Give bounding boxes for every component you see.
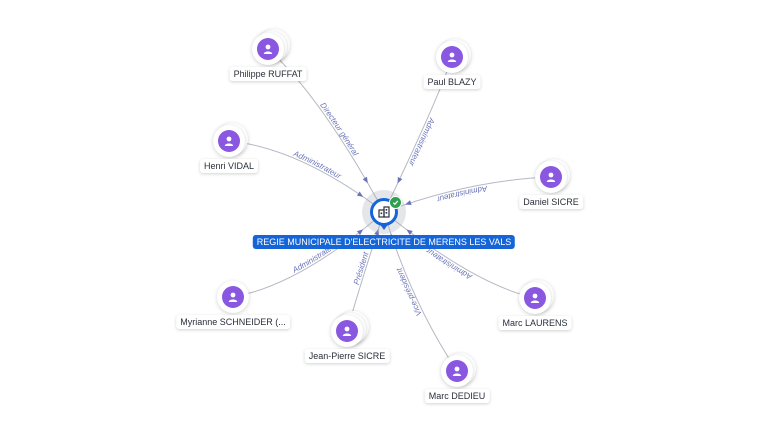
edge-myrianne-schneider [232,211,385,298]
edge-role-label: Administrateur [407,116,437,168]
edge-philippe-ruffat [267,48,385,213]
edge-role-label: Directeur général [318,101,360,158]
edge-role-label: Président [352,250,371,286]
edge-arrow [362,176,368,184]
edge-arrow [356,229,364,236]
edge-role-label: Administrateur [424,246,474,282]
edge-arrow [356,191,364,197]
company-label[interactable]: REGIE MUNICIPALE D'ELECTRICITE DE MERENS… [252,235,516,249]
edge-henri-vidal [228,140,385,213]
edge-daniel-sicre [383,176,552,213]
person-name-label[interactable]: Philippe RUFFAT [229,67,307,81]
person-icon [524,287,546,309]
check-icon [389,196,402,209]
person-icon [257,38,279,60]
person-name-label[interactable]: Myrianne SCHNEIDER (... [176,315,290,329]
person-icon [540,166,562,188]
person-icon [222,286,244,308]
company-pin-tip [379,223,389,230]
person-icon [441,46,463,68]
edge-arrow [397,177,403,184]
person-icon [336,320,358,342]
person-name-label[interactable]: Jean-Pierre SICRE [304,349,390,363]
person-icon [218,130,240,152]
edge-arrow [406,229,413,236]
edge-role-label: Administrateur [291,149,343,181]
person-name-label[interactable]: Henri VIDAL [199,159,259,173]
person-name-label[interactable]: Paul BLAZY [423,75,481,89]
edge-arrow [374,229,379,236]
edge-arrow [405,200,412,206]
person-name-label[interactable]: Marc DEDIEU [424,389,490,403]
person-name-label[interactable]: Marc LAURENS [498,316,572,330]
person-name-label[interactable]: Daniel SICRE [519,195,583,209]
person-icon [446,360,468,382]
building-icon [378,206,390,218]
edge-role-label: Vice-président [394,266,423,317]
edge-role-label: Administrateur [436,184,489,204]
edge-marc-dedieu [383,211,458,372]
